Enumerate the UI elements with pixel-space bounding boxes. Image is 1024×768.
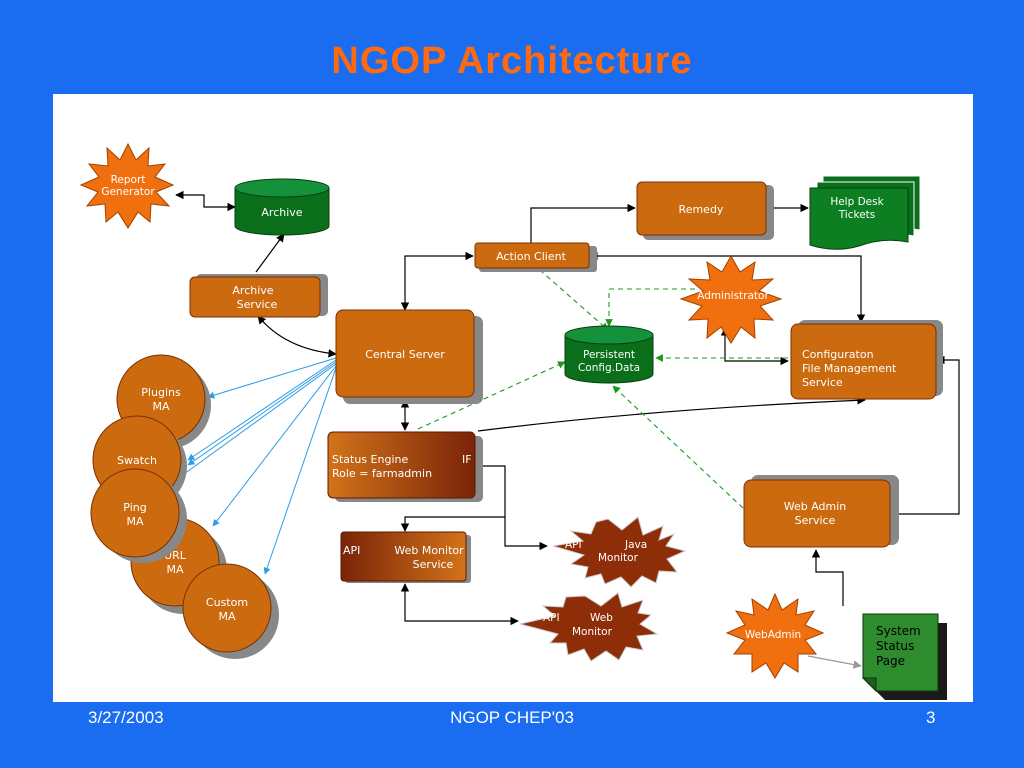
edge-central-ping	[172, 363, 337, 483]
footer-page-number: 3	[926, 708, 936, 727]
administrator[interactable]: Administrator	[679, 254, 783, 344]
ping-ma-label-line2: MA	[126, 515, 143, 528]
system-status-page-label-line3: Page	[876, 654, 905, 668]
edge-webadminservice-persistent	[612, 385, 744, 509]
web-monitor-label-line2: Monitor	[572, 626, 613, 638]
edge-central-custom	[263, 367, 337, 575]
edge-central-url	[212, 365, 337, 527]
action-client[interactable]: Action Client	[474, 242, 597, 272]
edge-statusengine-webmonitorservice	[400, 516, 505, 532]
java-monitor[interactable]: API Java Monitor	[552, 516, 687, 588]
edge-central-actionclient	[400, 251, 474, 311]
edge-archiveservice-archive	[255, 233, 285, 273]
report-generator[interactable]: Report Generator	[79, 142, 175, 229]
webadmin[interactable]: WebAdmin	[725, 592, 825, 679]
edge-config-webadmin	[889, 355, 960, 519]
config-data-edges	[417, 263, 788, 509]
footer-date: 3/27/2003	[88, 708, 164, 727]
diagram-canvas: Report Generator Archive Archive Service…	[53, 94, 973, 702]
edge-central-plugins	[207, 357, 337, 399]
archive-database[interactable]: Archive	[234, 178, 330, 236]
system-status-page-label-line1: System	[876, 624, 921, 638]
slide-title: NGOP Architecture	[331, 40, 693, 82]
archive-service[interactable]: Archive Service	[189, 274, 328, 318]
edge-webadmin-webadminservice	[811, 549, 844, 606]
custom-ma[interactable]: Custom MA	[182, 563, 279, 659]
system-status-page[interactable]: System Status Page	[861, 613, 947, 700]
web-monitor-api-label: API	[543, 612, 560, 624]
web-monitor-service[interactable]: API Web Monitor Service	[340, 531, 471, 583]
edge-admin-persistent	[605, 288, 695, 327]
edge-admin-config	[720, 327, 789, 366]
web-admin-service-label-line2: Service	[795, 514, 836, 527]
config-service-label-line1: Configuraton	[802, 348, 874, 361]
config-file-management-service[interactable]: Configuraton File Management Service	[790, 320, 943, 400]
action-client-label: Action Client	[496, 250, 566, 263]
edge-statusengine-javamonitor	[474, 461, 548, 551]
help-desk-tickets-label-line1: Help Desk	[830, 196, 884, 208]
edge-central-swatch-b	[187, 361, 337, 466]
config-service-label-line2: File Management	[802, 362, 897, 375]
archive-label: Archive	[261, 206, 302, 219]
footer-title: NGOP CHEP'03	[450, 708, 574, 727]
edge-webmonitorservice-webmonitor	[400, 583, 519, 626]
web-monitor-service-api-label: API	[343, 544, 360, 557]
web-monitor-service-label-line1: Web Monitor	[394, 544, 464, 557]
edge-central-swatch-a	[187, 359, 337, 461]
report-generator-label-line2: Generator	[101, 186, 155, 198]
custom-ma-label-line1: Custom	[206, 596, 248, 609]
report-generator-label-line1: Report	[111, 174, 146, 186]
persistent-config-database[interactable]: Persistent Config.Data	[564, 325, 654, 384]
webadmin-label: WebAdmin	[745, 629, 801, 641]
remedy-label: Remedy	[679, 203, 724, 216]
edge-actionclient-persistent	[532, 263, 609, 331]
status-engine-label-line2: Role = farmadmin	[332, 467, 432, 480]
ping-ma-label-line1: Ping	[123, 501, 146, 514]
central-server[interactable]: Central Server	[335, 309, 483, 404]
persistent-config-label-line2: Config.Data	[578, 362, 640, 374]
architecture-diagram: Report Generator Archive Archive Service…	[79, 142, 960, 700]
swatch-label: Swatch	[117, 454, 157, 467]
edge-webadmin-statuspage	[807, 655, 862, 669]
archive-service-label-line2: Service	[237, 298, 278, 311]
plugins-ma-label-line2: MA	[152, 400, 169, 413]
edge-actionclient-remedy	[530, 203, 636, 244]
status-engine-if-label: IF	[462, 453, 472, 466]
persistent-config-label-line1: Persistent	[583, 349, 635, 361]
central-server-label: Central Server	[365, 348, 445, 361]
archive-service-label-line1: Archive	[232, 284, 273, 297]
administrator-label: Administrator	[697, 290, 769, 302]
edge-report-archive	[175, 190, 236, 212]
ping-ma[interactable]: Ping MA	[90, 468, 187, 563]
help-desk-tickets[interactable]: Help Desk Tickets	[809, 175, 921, 250]
web-admin-service[interactable]: Web Admin Service	[743, 475, 899, 548]
web-admin-service-label-line1: Web Admin	[784, 500, 847, 513]
help-desk-tickets-label-line2: Tickets	[838, 209, 876, 221]
web-monitor-service-label-line2: Service	[413, 558, 454, 571]
config-service-label-line3: Service	[802, 376, 843, 389]
edge-statusengine-config	[477, 396, 866, 432]
url-ma-label-line2: MA	[166, 563, 183, 576]
custom-ma-label-line2: MA	[218, 610, 235, 623]
web-monitor-label-line1: Web	[590, 612, 613, 624]
status-engine[interactable]: Status Engine Role = farmadmin IF	[327, 431, 483, 502]
remedy[interactable]: Remedy	[636, 181, 774, 240]
java-monitor-api-label: API	[565, 539, 582, 551]
java-monitor-label-line1: Java	[624, 539, 647, 551]
plugins-ma-label-line1: Plugins	[141, 386, 181, 399]
edge-actionclient-config	[589, 251, 866, 323]
java-monitor-label-line2: Monitor	[598, 552, 639, 564]
edge-central-archiveservice	[257, 315, 337, 358]
web-monitor[interactable]: API Web Monitor	[519, 592, 659, 662]
status-engine-label-line1: Status Engine	[332, 453, 408, 466]
system-status-page-label-line2: Status	[876, 639, 914, 653]
central-to-ma-edges	[172, 357, 337, 575]
